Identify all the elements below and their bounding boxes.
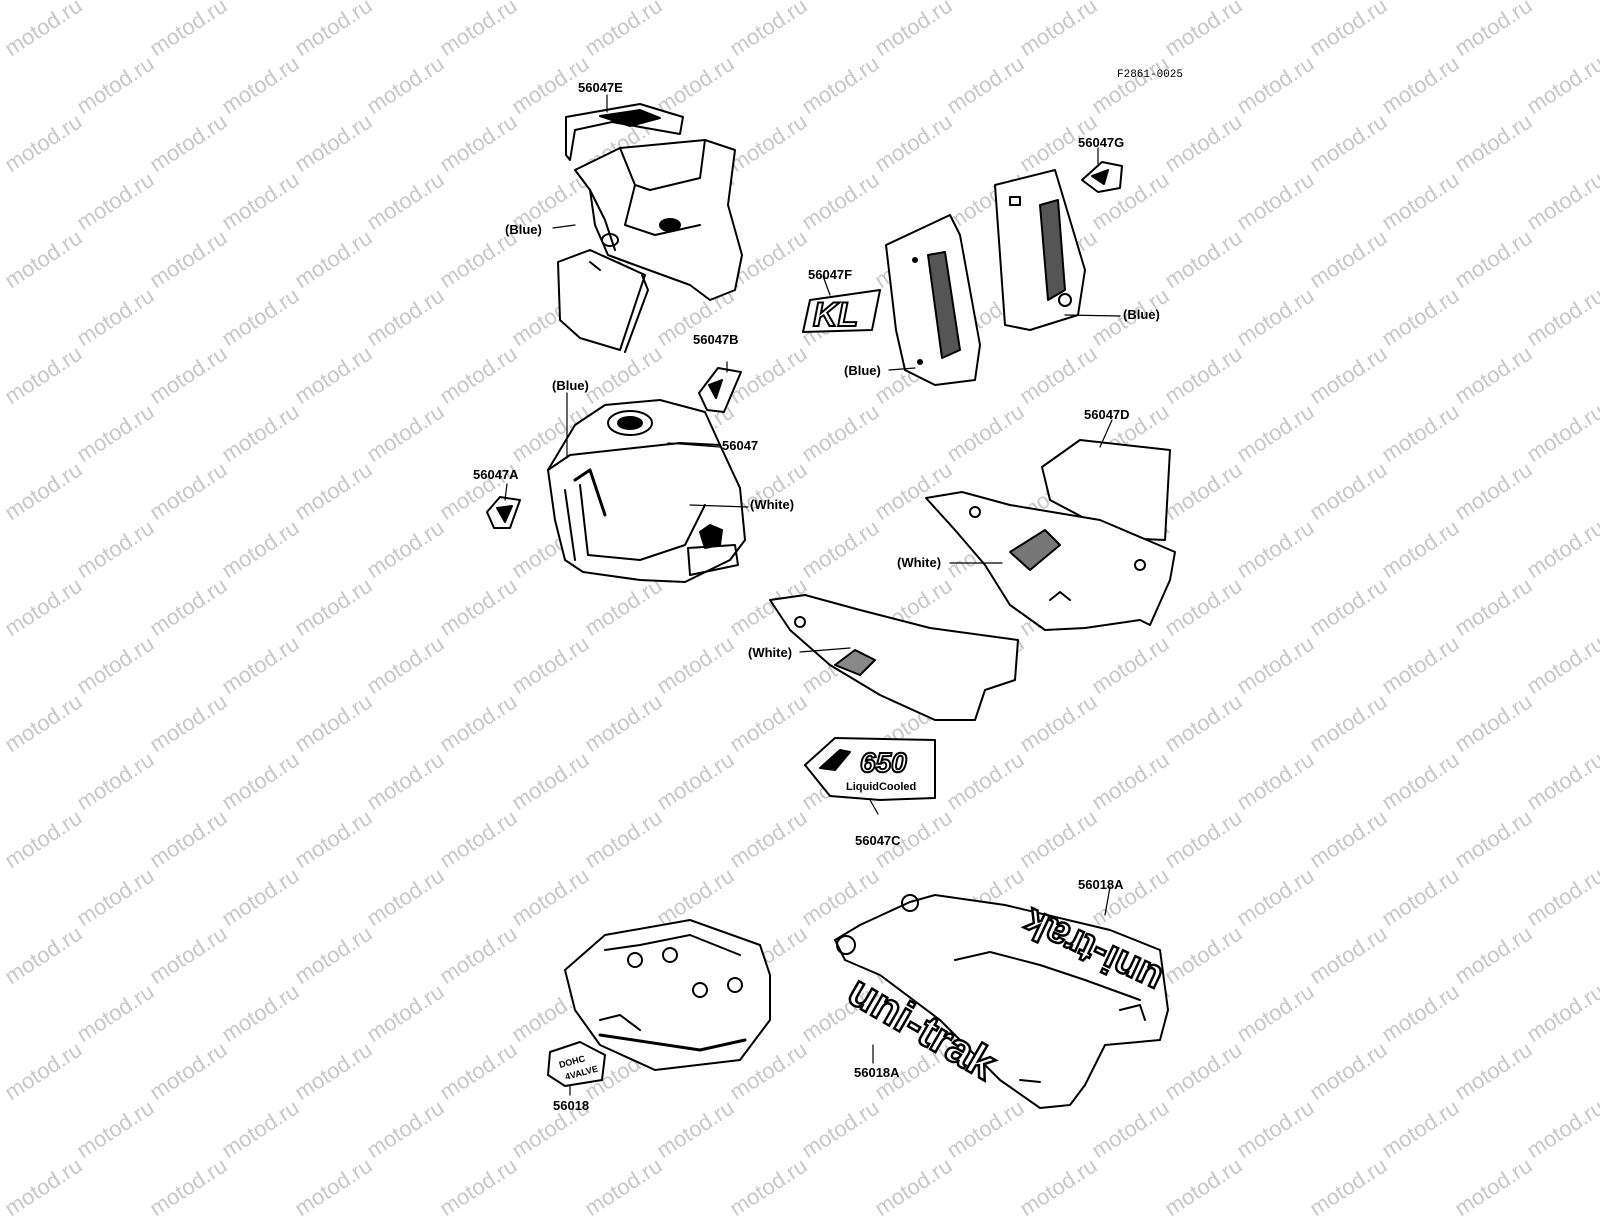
color-label-side-panel-left: (White) bbox=[748, 645, 793, 660]
side-panel-left bbox=[769, 594, 1019, 721]
decal-dohc bbox=[547, 1041, 606, 1087]
part-label-56047d: 56047D bbox=[1084, 407, 1130, 422]
color-label-tank-side: (White) bbox=[750, 497, 795, 512]
part-label-56018a-top: 56018A bbox=[1078, 877, 1124, 892]
cylinder-head bbox=[564, 919, 771, 1071]
side-cover-left bbox=[885, 214, 981, 386]
color-label-fairing: (Blue) bbox=[505, 222, 542, 237]
color-label-side-cover-right: (Blue) bbox=[1123, 307, 1160, 322]
decal-650-text: 650 bbox=[860, 747, 907, 778]
decal-kl bbox=[802, 289, 881, 333]
part-label-56018a-bottom: 56018A bbox=[854, 1065, 900, 1080]
side-cover-right bbox=[994, 169, 1086, 331]
decal-56047d bbox=[1041, 439, 1171, 541]
swingarm bbox=[834, 894, 1169, 1109]
decal-liquid-cooled-text: LiquidCooled bbox=[846, 781, 916, 793]
leader-lines bbox=[504, 94, 1121, 1096]
part-label-56047: 56047 bbox=[722, 438, 759, 453]
decal-56047g bbox=[1081, 161, 1123, 193]
color-label-tank-top: (Blue) bbox=[552, 378, 589, 393]
part-label-56047c: 56047C bbox=[855, 833, 901, 848]
decal-unitrak-top-text: uni-trak bbox=[1017, 900, 1169, 1002]
part-label-56047b: 56047B bbox=[693, 332, 739, 347]
part-label-56018: 56018 bbox=[553, 1098, 590, 1113]
part-label-56047f: 56047F bbox=[808, 267, 853, 282]
decal-56047b bbox=[698, 367, 742, 413]
decal-56047c bbox=[804, 737, 936, 801]
decal-kl-text: KL bbox=[813, 296, 858, 334]
part-label-56047g: 56047G bbox=[1078, 135, 1125, 150]
side-panel-right bbox=[925, 491, 1176, 631]
decal-56047a bbox=[486, 496, 521, 529]
color-label-side-panel-right: (White) bbox=[897, 555, 942, 570]
headlight-fairing bbox=[557, 103, 743, 353]
part-label-56047a: 56047A bbox=[473, 467, 519, 482]
part-label-56047e: 56047E bbox=[578, 80, 623, 95]
color-label-side-cover-left: (Blue) bbox=[844, 363, 881, 378]
figure-code: F2861-0025 bbox=[1117, 69, 1184, 81]
